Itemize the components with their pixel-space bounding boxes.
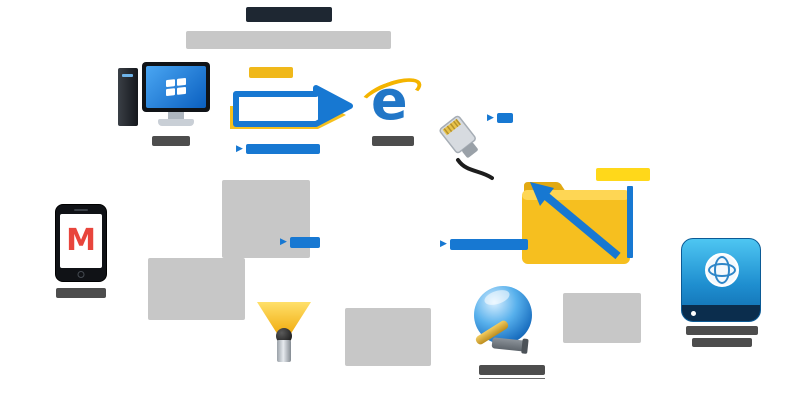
- hdd-caption-line1-placeholder: [686, 326, 758, 335]
- external-hard-drive-icon: [681, 238, 761, 322]
- request-label-placeholder: [249, 67, 293, 78]
- hdd-globe-icon: [705, 253, 739, 287]
- phone-home-button: [77, 271, 85, 278]
- globe-tool-icon: [472, 286, 536, 356]
- arrow-caption-placeholder: [245, 144, 320, 154]
- upload-arrow-shaft: [543, 192, 621, 260]
- reply-caption: ▶: [280, 237, 320, 248]
- internet-explorer-icon: e: [356, 69, 426, 132]
- phone-screen: M: [60, 214, 102, 268]
- windows-flag-pane: [177, 77, 186, 86]
- reply-caption-placeholder: [289, 237, 320, 248]
- folder-upload-arrow-icon: [518, 168, 653, 268]
- phone-caption-placeholder: [56, 288, 106, 298]
- smartphone-gmail-icon: M: [55, 204, 107, 282]
- folder-blue-stripe: [627, 186, 633, 258]
- folder-graphic: [522, 182, 630, 264]
- globe-parallel: [708, 263, 736, 277]
- browser-caption-placeholder: [372, 136, 414, 146]
- response-caption-placeholder: [449, 239, 528, 250]
- computer-caption-placeholder: [152, 136, 190, 146]
- arrow-head: [318, 86, 352, 126]
- hdd-bottom-band: [682, 305, 760, 321]
- hdd-led: [691, 311, 696, 316]
- pc-monitor: [142, 62, 210, 112]
- windows-flag-pane: [166, 79, 175, 88]
- spray-can-body: [277, 340, 291, 362]
- bullet-icon: ▶: [236, 143, 243, 154]
- text-block-bottom-placeholder: [345, 308, 431, 366]
- hdd-caption-line2-placeholder: [692, 338, 752, 347]
- folder-tab-label-placeholder: [596, 168, 650, 181]
- title-badge: [246, 7, 332, 22]
- windows-flag-pane: [166, 88, 175, 97]
- bullet-icon: ▶: [280, 237, 287, 247]
- request-arrow-icon: [230, 85, 353, 129]
- pipe-icon: [491, 337, 527, 352]
- spray-icon: [257, 302, 311, 362]
- windows-flag-pane: [177, 86, 186, 95]
- pc-stand-neck: [168, 112, 184, 119]
- windows-flag-icon: [166, 77, 186, 97]
- desktop-computer-icon: [118, 62, 210, 136]
- response-caption: ▶: [440, 239, 528, 250]
- plug-caption: ▶: [487, 113, 513, 123]
- ie-letter: e: [371, 69, 408, 132]
- ethernet-plug-icon: [439, 115, 494, 180]
- globe-caption-link-placeholder[interactable]: [479, 365, 545, 375]
- bullet-icon: ▶: [487, 112, 494, 123]
- pc-stand-base: [158, 119, 194, 126]
- arrow-caption: ▶: [236, 144, 320, 154]
- phone-speaker: [74, 209, 88, 211]
- plug-cable: [456, 158, 494, 180]
- gmail-logo-icon: M: [66, 223, 96, 258]
- title-text-placeholder: [186, 31, 391, 49]
- text-block-left-placeholder: [148, 258, 245, 320]
- pc-screen: [146, 66, 206, 108]
- bullet-icon: ▶: [440, 239, 447, 249]
- upload-arrow-head: [530, 182, 554, 206]
- globe-caption-underline: [479, 378, 545, 379]
- pc-tower: [118, 68, 138, 126]
- text-block-right-placeholder: [563, 293, 641, 343]
- plug-caption-placeholder: [496, 113, 513, 123]
- plug-body: [439, 115, 478, 158]
